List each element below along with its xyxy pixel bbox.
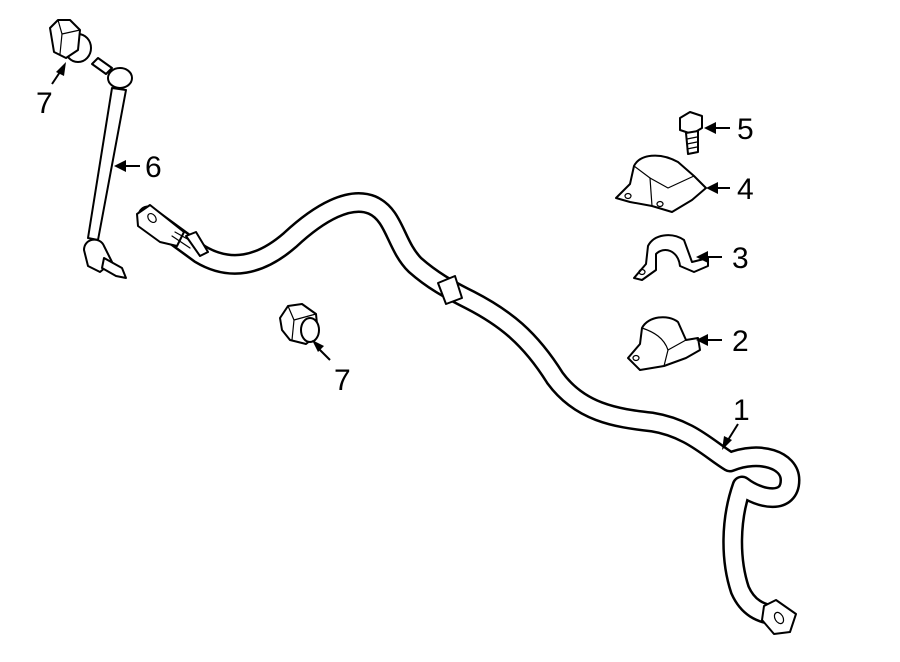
link-nut-upper[interactable] bbox=[49, 19, 92, 63]
arrowhead-4 bbox=[706, 182, 718, 194]
leader-7-upper bbox=[51, 71, 61, 85]
callout-6: 6 bbox=[145, 151, 162, 184]
arrowhead-7-upper bbox=[56, 62, 66, 76]
callout-2: 2 bbox=[732, 325, 749, 358]
arrowhead-1 bbox=[722, 436, 732, 450]
link-nut-lower[interactable] bbox=[279, 303, 320, 345]
bracket-bolt[interactable] bbox=[679, 111, 703, 155]
stabilizer-bracket[interactable] bbox=[615, 154, 707, 213]
stabilizer-bar[interactable] bbox=[136, 192, 801, 635]
callout-7-center: 7 bbox=[334, 364, 351, 397]
callout-5: 5 bbox=[737, 113, 754, 146]
callout-7-upper: 7 bbox=[36, 87, 53, 120]
stabilizer-bushing[interactable] bbox=[627, 316, 701, 371]
arrowhead-6 bbox=[114, 160, 126, 172]
arrowhead-3 bbox=[696, 251, 708, 263]
callout-4: 4 bbox=[737, 173, 754, 206]
callout-3: 3 bbox=[732, 242, 749, 275]
arrowhead-7-center bbox=[312, 340, 324, 352]
arrowhead-5 bbox=[704, 122, 716, 134]
callout-1: 1 bbox=[733, 394, 750, 427]
stabilizer-link[interactable] bbox=[83, 57, 133, 279]
arrowhead-2 bbox=[696, 334, 708, 346]
leader-1 bbox=[727, 423, 739, 441]
stabilizer-clamp[interactable] bbox=[633, 234, 709, 281]
